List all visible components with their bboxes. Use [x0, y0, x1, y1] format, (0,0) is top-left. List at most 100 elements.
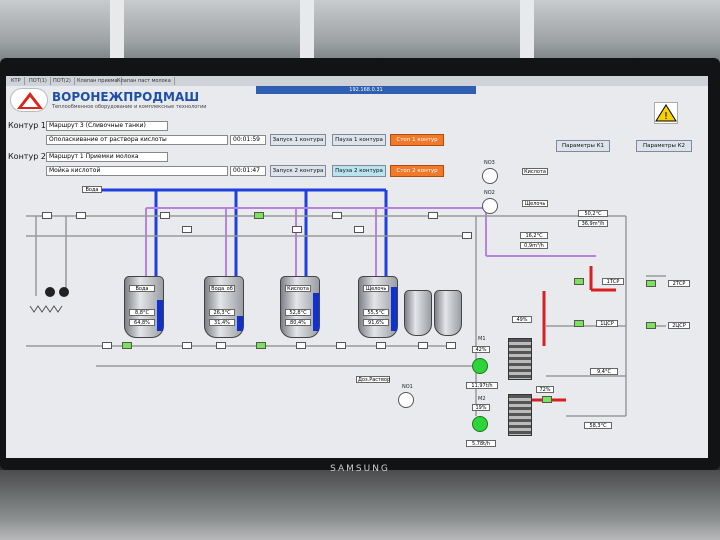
contour1-pause-button[interactable]: Пауза 1 контура: [332, 134, 386, 146]
dosing-tank-2[interactable]: [434, 290, 462, 336]
tcp2-label[interactable]: 2ТСР: [668, 280, 690, 287]
valve-vp10[interactable]: [646, 322, 656, 329]
flow-m1-readout: 11,97t/h: [466, 382, 498, 389]
valve-vp7[interactable]: [574, 278, 584, 285]
pump-no2-label: NO2: [484, 190, 495, 196]
pump-no2[interactable]: [482, 198, 498, 214]
window-beam: [520, 0, 534, 70]
valve-vp24[interactable]: [182, 226, 192, 233]
valve-vp32[interactable]: [216, 342, 226, 349]
cip2-label[interactable]: 2ЦСР: [668, 322, 690, 329]
pump-no1[interactable]: [398, 392, 414, 408]
valve-vp19[interactable]: [254, 212, 264, 219]
tank-level-bar: [313, 293, 319, 331]
valve-vp22[interactable]: [292, 226, 302, 233]
valve-vp37[interactable]: [256, 342, 266, 349]
pump-m1[interactable]: [472, 358, 488, 374]
contour2-route-select[interactable]: Маршрут 1 Приемки молока: [46, 152, 168, 162]
contour2-pause-button[interactable]: Пауза 2 контура: [332, 165, 386, 177]
valve-pct-72: 72%: [536, 386, 554, 393]
valve-vp41[interactable]: [418, 342, 428, 349]
temperature-top-readout: 50,2°C: [578, 210, 608, 217]
params-k1-button[interactable]: Параметры К1: [556, 140, 610, 152]
pump-no1-label: NO1: [402, 384, 413, 390]
flow-mid-readout: 0,9m³/h: [520, 242, 548, 249]
tab-valve-past[interactable]: Клапан паст молока: [114, 77, 175, 85]
pump-m2-label: M2: [478, 396, 486, 402]
piping-diagram: [26, 188, 666, 417]
params-k2-button[interactable]: Параметры К2: [636, 140, 692, 152]
valve-vp40[interactable]: [376, 342, 386, 349]
valve-vp38[interactable]: [296, 342, 306, 349]
window-beam: [110, 0, 124, 70]
tab-ktr[interactable]: КТР: [8, 77, 25, 85]
tcp1-label[interactable]: 1ТСР: [602, 278, 624, 285]
tank-level-bar: [391, 287, 397, 331]
pump-m2-speed: 19%: [472, 404, 490, 411]
tab-pot1[interactable]: ПОТ(1): [26, 77, 51, 85]
pump-m1-speed: 42%: [472, 346, 490, 353]
valve-vp8[interactable]: [574, 320, 584, 327]
tank-temperature: 55,5°C: [363, 309, 389, 316]
alkali-label: Щелочь: [522, 200, 548, 207]
tank-name: Щелочь: [363, 285, 389, 292]
temperature-mid-readout: 16,2°C: [520, 232, 548, 239]
valve-vp8b[interactable]: [462, 232, 472, 239]
valve-2vp[interactable]: [76, 212, 86, 219]
warning-icon: !: [655, 104, 677, 122]
company-logo: [10, 88, 48, 112]
valve-vp13[interactable]: [354, 226, 364, 233]
valve-vp31[interactable]: [182, 342, 192, 349]
valve-vp39[interactable]: [336, 342, 346, 349]
drain-pump-icon: [45, 287, 55, 297]
contour1-stop-button[interactable]: Стоп 1 контур: [390, 134, 444, 146]
temperature-m2-readout: 58,3°C: [584, 422, 612, 429]
cip1-label[interactable]: 1ЦСР: [596, 320, 618, 327]
dosing-tank-1[interactable]: [404, 290, 432, 336]
contour1-route-select[interactable]: Маршрут 3 (Сливочные танки): [46, 121, 168, 131]
pump-m1-label: M1: [478, 336, 486, 342]
tank-name: Вода: [129, 285, 155, 292]
drain-pumps: [29, 287, 69, 313]
drain-pump-icon: [59, 287, 69, 297]
water-inlet-label: Вода: [82, 186, 102, 193]
valve-vp9[interactable]: [646, 280, 656, 287]
svg-text:!: !: [664, 111, 668, 122]
pump-no3[interactable]: [482, 168, 498, 184]
tank-acid[interactable]: Кислота 52,8°C 80,4%: [280, 276, 320, 338]
window-beam: [300, 0, 314, 70]
tank-temperature: 26,3°C: [209, 309, 235, 316]
tank-name: Вода_об: [209, 285, 235, 292]
heat-exchanger-2[interactable]: [508, 394, 532, 436]
tank-temperature: 52,8°C: [285, 309, 311, 316]
valve-vp12[interactable]: [332, 212, 342, 219]
pump-no3-label: NO3: [484, 160, 495, 166]
contour1-timer: 00:01:59: [230, 135, 266, 145]
monitor-brand: SAMSUNG: [330, 464, 390, 474]
tank-alkali[interactable]: Щелочь 55,5°C 91,6%: [358, 276, 398, 338]
valve-vp42[interactable]: [446, 342, 456, 349]
temperature-m1-readout: 9,4°C: [590, 368, 618, 375]
contour2-label: Контур 2: [8, 152, 46, 161]
tab-pot2[interactable]: ПОТ(2): [50, 77, 75, 85]
tank-level-bar: [157, 300, 163, 331]
tank-water-return[interactable]: Вода_об 26,3°C 31,4%: [204, 276, 244, 338]
alarm-button[interactable]: !: [654, 102, 678, 124]
contour2-start-button[interactable]: Запуск 2 контура: [270, 165, 326, 177]
heat-exchanger-1[interactable]: [508, 338, 532, 380]
contour1-label: Контур 1: [8, 121, 46, 130]
logo-icon: [17, 92, 43, 109]
valve-1vp[interactable]: [42, 212, 52, 219]
valve-vp30[interactable]: [122, 342, 132, 349]
valve-vp23[interactable]: [160, 212, 170, 219]
valve-vp29[interactable]: [102, 342, 112, 349]
tank-level: 31,4%: [209, 319, 235, 326]
tab-valve-intake[interactable]: Клапан приема: [74, 77, 122, 85]
valve-vd1[interactable]: [542, 396, 552, 403]
pump-m2[interactable]: [472, 416, 488, 432]
tank-name: Кислота: [285, 285, 311, 292]
contour2-stop-button[interactable]: Стоп 2 контур: [390, 165, 444, 177]
contour1-start-button[interactable]: Запуск 1 контура: [270, 134, 326, 146]
tank-water[interactable]: Вода 8,8°C 64,8%: [124, 276, 164, 338]
valve-vp16[interactable]: [428, 212, 438, 219]
